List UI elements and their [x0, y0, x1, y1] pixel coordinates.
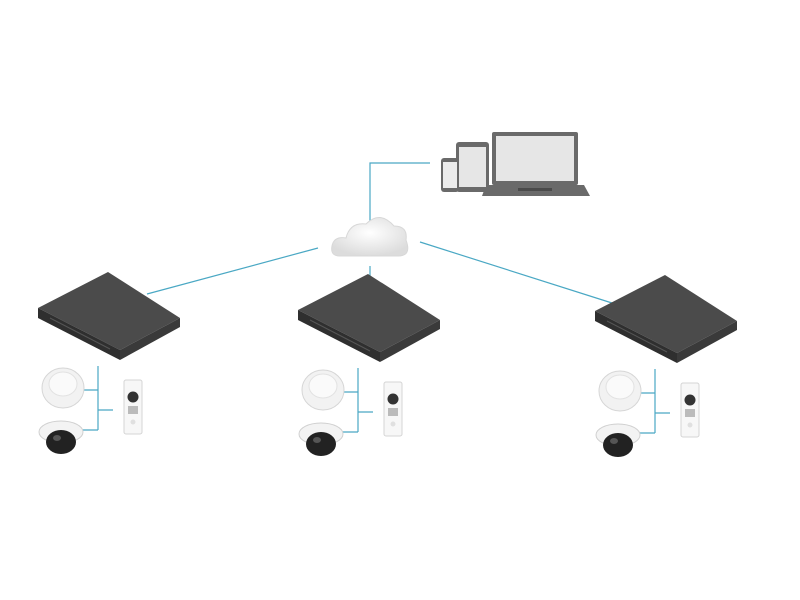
cloud-icon [331, 217, 409, 257]
client-devices [441, 132, 590, 196]
laptop-icon [482, 132, 590, 196]
cloud-links [146, 162, 613, 304]
tablet-icon [456, 142, 489, 192]
site-1 [37, 271, 181, 455]
site-2 [297, 273, 441, 457]
smartphone-icon [441, 158, 459, 192]
site-3 [594, 274, 738, 458]
